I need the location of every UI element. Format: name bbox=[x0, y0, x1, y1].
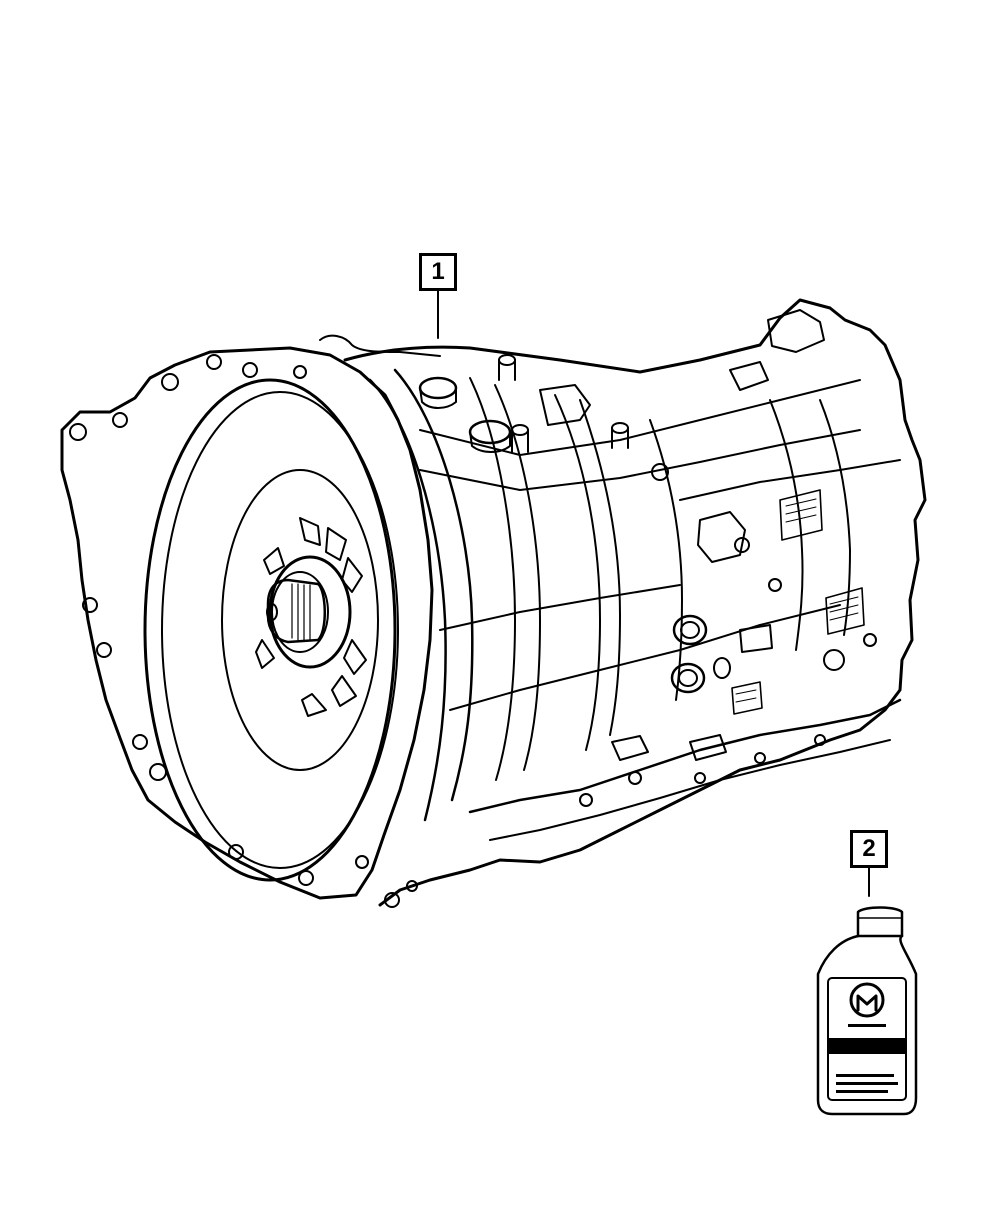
converter-hub-fins bbox=[255, 517, 367, 717]
bottle-cap bbox=[856, 906, 904, 938]
callout-1-number: 1 bbox=[431, 258, 445, 285]
converter-hub-bore bbox=[271, 571, 329, 653]
callout-1[interactable]: 1 bbox=[419, 253, 457, 291]
bottle-label-text-lines bbox=[836, 1024, 898, 1093]
input-shaft-splines bbox=[291, 583, 311, 641]
case-ribs bbox=[368, 368, 851, 822]
wiring-harness bbox=[319, 334, 441, 357]
transmission-assembly bbox=[60, 298, 927, 908]
transmission-case-outline bbox=[343, 298, 927, 907]
top-bosses bbox=[418, 309, 825, 453]
torque-converter-hub-ring bbox=[221, 469, 379, 771]
torque-converter-outer bbox=[143, 378, 397, 882]
oil-pan-edge bbox=[468, 698, 902, 814]
bottle-label-band bbox=[828, 1038, 906, 1054]
callout-2-number: 2 bbox=[862, 835, 876, 862]
case-longitudinal-ribs bbox=[419, 379, 901, 711]
bottle-logo-icon bbox=[849, 982, 885, 1018]
bell-housing-flange bbox=[60, 346, 434, 900]
oil-pan-lower-edge bbox=[489, 739, 891, 841]
pan-bolts bbox=[384, 734, 826, 908]
case-id-labels bbox=[731, 489, 865, 715]
bottle-body bbox=[816, 934, 918, 1116]
converter-hub bbox=[268, 555, 352, 669]
fluid-bottle bbox=[816, 906, 918, 1116]
input-shaft bbox=[266, 578, 326, 644]
torque-converter-inner-ring bbox=[161, 391, 399, 869]
flange-bolt-holes bbox=[69, 354, 369, 886]
callout-2[interactable]: 2 bbox=[850, 830, 888, 868]
input-shaft-tip bbox=[266, 603, 278, 621]
side-fittings bbox=[579, 463, 877, 807]
